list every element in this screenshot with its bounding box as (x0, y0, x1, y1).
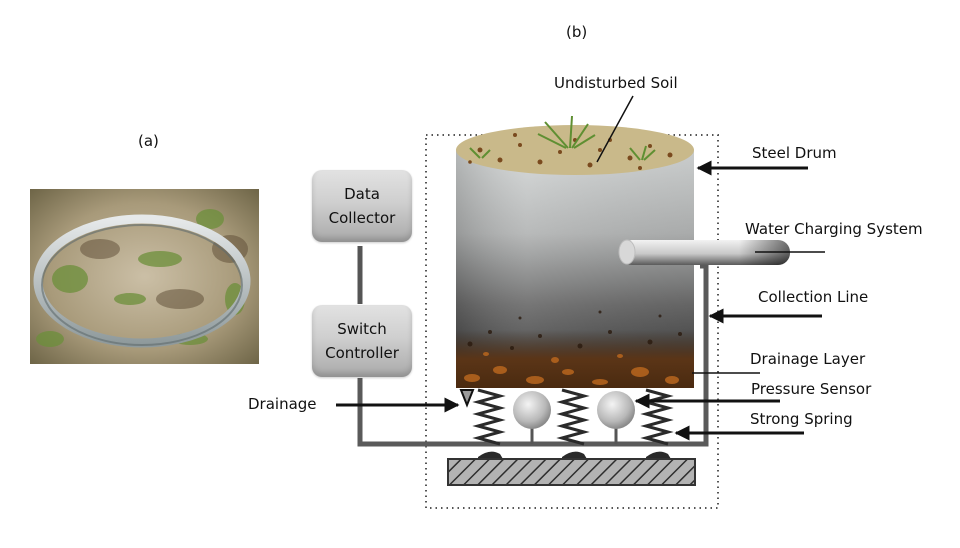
label-drainage-layer: Drainage Layer (750, 350, 866, 368)
panel-a-label: (a) (138, 132, 159, 150)
label-collection-line: Collection Line (758, 288, 869, 306)
label-water-charging-system: Water Charging System (745, 220, 923, 238)
label-drainage: Drainage (248, 395, 317, 413)
base-plate (447, 451, 696, 486)
strong-springs (472, 388, 674, 446)
undisturbed-soil (456, 115, 694, 175)
spring-2 (556, 388, 590, 446)
data-collector-box: Data Collector (312, 170, 412, 242)
label-pressure-sensor: Pressure Sensor (751, 380, 872, 398)
grass-icon (469, 115, 656, 161)
field-photo (30, 189, 259, 364)
pressure-sensor-1 (513, 391, 551, 444)
water-charging-pipe (618, 239, 790, 265)
leader-undisturbed-soil (596, 95, 634, 163)
enclosure-boundary (425, 134, 719, 509)
spring-3 (640, 388, 674, 446)
label-undisturbed-soil: Undisturbed Soil (554, 74, 678, 92)
pressure-sensor-2 (597, 391, 635, 444)
steel-ring (33, 214, 251, 348)
steel-drum (456, 150, 694, 388)
panel-b-label: (b) (566, 23, 588, 41)
drainage-layer (456, 310, 694, 388)
switch-controller-box: Switch Controller (312, 305, 412, 377)
label-strong-spring: Strong Spring (750, 410, 853, 428)
drainage-outlet-icon (459, 389, 475, 408)
spring-1 (472, 388, 506, 446)
field-photo-drawing (30, 189, 259, 364)
label-steel-drum: Steel Drum (752, 144, 837, 162)
